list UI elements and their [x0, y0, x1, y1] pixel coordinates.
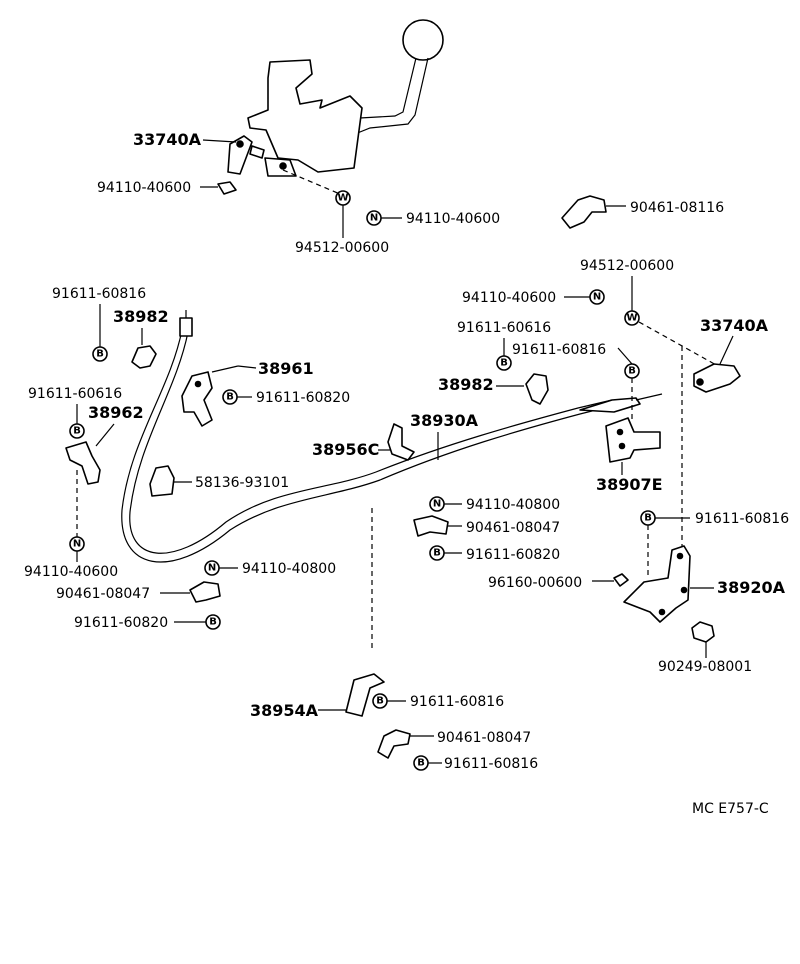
label-washer-top: 94512-00600 — [295, 240, 389, 256]
label-nut-right: 94110-40600 — [462, 290, 556, 306]
label-nut-center: 94110-40800 — [466, 497, 560, 513]
label-clamp-top-right: 90461-08116 — [630, 200, 724, 216]
label-bolt-38954a: 91611-60816 — [410, 694, 504, 710]
bracket-38920a — [623, 545, 691, 623]
nut-symbol-top-letter: N — [370, 213, 378, 224]
bolt-symbol-left-top — [92, 346, 108, 362]
label-38956c: 38956C — [312, 440, 379, 459]
nut-symbol-left-lower-letter: N — [208, 563, 216, 574]
label-nut-left-lower: 94110-40800 — [242, 561, 336, 577]
label-bolt-38961: 91611-60820 — [256, 390, 350, 406]
bracket-38907e — [605, 417, 661, 463]
label-bolt-mid-right: 91611-60816 — [512, 342, 606, 358]
bolt-symbol-38954a-letter: B — [376, 696, 384, 707]
label-38907e: 38907E — [596, 475, 663, 494]
label-nut-top-n: 94110-40600 — [406, 211, 500, 227]
bolt-symbol-left-lower-letter: B — [209, 617, 217, 628]
washer-symbol-right-letter: W — [626, 313, 637, 324]
nut-top — [217, 181, 237, 195]
label-bolt-right: 91611-60816 — [695, 511, 789, 527]
clamp-center — [413, 515, 449, 537]
bolt-symbol-right-letter: B — [644, 513, 652, 524]
bolt-symbol-left-mid-letter: B — [73, 426, 81, 437]
label-38954a: 38954A — [250, 701, 319, 720]
bracket-38956c — [387, 423, 415, 461]
clamp-left-lower — [189, 581, 221, 603]
label-bolt-bottom: 91611-60816 — [444, 756, 538, 772]
label-33740a-top: 33740A — [133, 130, 202, 149]
pin-bottom-right — [691, 621, 715, 643]
label-38982-right: 38982 — [438, 375, 494, 394]
label-clamp-bottom: 90461-08047 — [437, 730, 531, 746]
bolt-symbol-mid-right-letter: B — [628, 366, 636, 377]
bracket-38954a — [345, 673, 385, 717]
bracket-38962 — [65, 441, 101, 485]
label-33740a-right: 33740A — [700, 316, 769, 335]
label-bolt-left-mid: 91611-60616 — [28, 386, 122, 402]
label-38982-left: 38982 — [113, 307, 169, 326]
bolt-symbol-left-top-letter: B — [96, 349, 104, 360]
bracket-38982-left — [131, 345, 157, 369]
diagram-code: MC E757-C — [692, 801, 769, 817]
shift-lever-assembly — [247, 19, 444, 177]
label-bolt-left-lower: 91611-60820 — [74, 615, 168, 631]
label-washer-right: 94512-00600 — [580, 258, 674, 274]
label-nut-top: 94110-40600 — [97, 180, 191, 196]
bracket-38982-right — [525, 373, 549, 405]
label-38962: 38962 — [88, 403, 144, 422]
nut-symbol-right-letter: N — [593, 292, 601, 303]
label-clamp-left-lower: 90461-08047 — [56, 586, 150, 602]
bolt-symbol-mid-letter: B — [500, 358, 508, 369]
label-cable: 38930A — [410, 411, 479, 430]
bolt-symbol-left-lower — [205, 614, 221, 630]
nut-38920a — [613, 573, 629, 587]
label-nut-38920a: 96160-00600 — [488, 575, 582, 591]
bolt-symbol-bottom-letter: B — [417, 758, 425, 769]
nut-symbol-left-bottom-letter: N — [73, 539, 81, 550]
bolt-symbol-38961-letter: B — [226, 392, 234, 403]
label-bolt-center: 91611-60820 — [466, 547, 560, 563]
lever-end-top — [227, 135, 265, 175]
bracket-38961 — [181, 371, 213, 427]
clamp-top-right — [561, 195, 607, 229]
grommet — [149, 465, 175, 497]
label-grommet: 58136-93101 — [195, 475, 289, 491]
label-nut-left-bottom: 94110-40600 — [24, 564, 118, 580]
washer-symbol-right — [624, 310, 640, 326]
label-bolt-left-top: 91611-60816 — [52, 286, 146, 302]
label-38961: 38961 — [258, 359, 314, 378]
nut-symbol-right — [589, 289, 605, 305]
bolt-symbol-mid — [496, 355, 512, 371]
label-clamp-center: 90461-08047 — [466, 520, 560, 536]
bolt-symbol-center-letter: B — [433, 548, 441, 559]
label-bolt-mid: 91611-60616 — [457, 320, 551, 336]
bolt-symbol-left-mid — [69, 423, 85, 439]
washer-symbol-top-letter: W — [337, 193, 348, 204]
label-38920a: 38920A — [717, 578, 786, 597]
clamp-bottom — [377, 729, 411, 759]
lever-end-right — [693, 363, 741, 393]
nut-symbol-center-letter: N — [433, 499, 441, 510]
label-pin-bottom-right: 90249-08001 — [658, 659, 752, 675]
shift-cable — [121, 310, 663, 563]
